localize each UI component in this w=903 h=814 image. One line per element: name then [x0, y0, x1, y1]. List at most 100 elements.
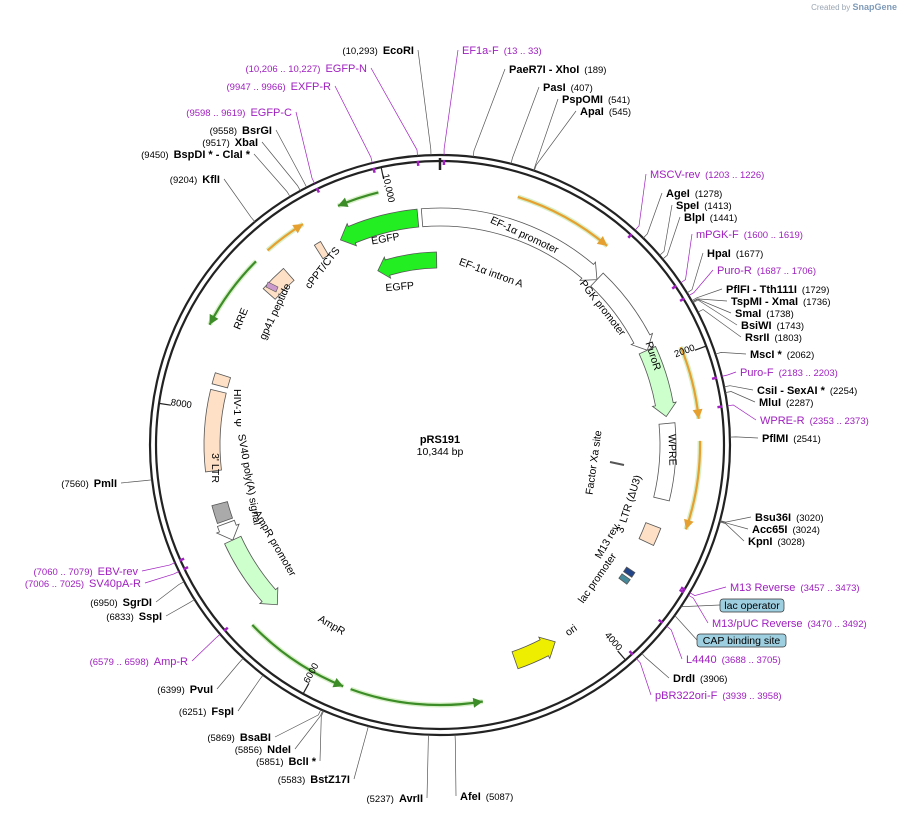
- primer-label-10[interactable]: M13/pUC Reverse(3470 .. 3492): [712, 618, 867, 630]
- enzyme-label-8[interactable]: HpaI(1677): [707, 248, 763, 260]
- enzyme-label-34[interactable]: (9450)BspDI * - ClaI *: [141, 149, 251, 161]
- ltr3b-block[interactable]: [203, 388, 227, 473]
- enzyme-label-33[interactable]: (9204)KflI: [170, 174, 220, 186]
- enzyme-label-19[interactable]: Acc65I(3024): [752, 524, 820, 536]
- enzyme-label-27[interactable]: (5869)BsaBI: [207, 732, 271, 744]
- primer-pos-7: (2183 .. 2203): [779, 368, 838, 379]
- enzyme-label-14[interactable]: MscI *(2062): [750, 349, 814, 361]
- enzyme-label-18[interactable]: Bsu36I(3020): [755, 512, 824, 524]
- enzyme-name-8: HpaI: [707, 248, 731, 260]
- ampr-arrow[interactable]: [224, 535, 279, 606]
- egfp-inner-arrow[interactable]: [377, 251, 438, 280]
- enzyme-label-1[interactable]: PaeR7I - XhoI(189): [509, 64, 606, 76]
- enzyme-pos-19: (3024): [792, 525, 819, 536]
- enzyme-name-9: PflFI - Tth111I: [726, 284, 797, 296]
- enzyme-label-0[interactable]: (10,293)EcoRI: [342, 45, 414, 57]
- enzyme-label-2[interactable]: PasI(407): [543, 82, 593, 94]
- enzyme-label-3[interactable]: PspOMI(541): [562, 94, 630, 106]
- primer-label-12[interactable]: pBR322ori-F(3939 .. 3958): [655, 690, 782, 702]
- enzyme-name-1: PaeR7I - XhoI: [509, 64, 579, 76]
- enzyme-label-7[interactable]: BlpI(1441): [684, 212, 737, 224]
- primer-label-11[interactable]: L4440(3688 .. 3705): [686, 654, 781, 666]
- enzyme-pos-18: (3020): [796, 513, 823, 524]
- enzyme-pos-30: SspI: [139, 611, 162, 623]
- cppt-block[interactable]: [313, 240, 330, 260]
- puror-arrow[interactable]: [638, 345, 678, 418]
- box-bg-1[interactable]: [696, 633, 787, 648]
- enzyme-label-30[interactable]: (6833)SspI: [106, 611, 162, 623]
- labels[interactable]: (10,293)EcoRI PaeR7I - XhoI(189) PasI(407)…: [25, 45, 869, 805]
- tick-label-8000: 8000: [170, 397, 193, 411]
- egfp-outer-arrow[interactable]: [339, 208, 420, 247]
- enzyme-name-2: PasI: [543, 82, 566, 94]
- primer-label-15[interactable]: (6579 .. 6598)Amp-R: [90, 656, 188, 668]
- wpre-block[interactable]: [653, 422, 677, 502]
- enzyme-label-24[interactable]: (5583)BstZ17I: [278, 774, 350, 786]
- enzyme-label-10[interactable]: TspMI - XmaI(1736): [731, 296, 831, 308]
- enzyme-leader-2: [510, 86, 540, 164]
- primer-label-5[interactable]: mPGK-F(1600 .. 1619): [696, 229, 803, 241]
- enzyme-leader-0: [417, 49, 432, 156]
- enzyme-name-21: DrdI: [673, 673, 695, 685]
- enzyme-label-26[interactable]: (5856)NdeI: [235, 744, 291, 756]
- primer-label-9[interactable]: M13 Reverse(3457 .. 3473): [730, 582, 860, 594]
- orf-arc-3-head: [684, 518, 694, 530]
- primer-label-7[interactable]: Puro-F(2183 .. 2203): [740, 367, 838, 379]
- enzyme-label-20[interactable]: KpnI(3028): [748, 536, 805, 548]
- cap-block[interactable]: [618, 573, 631, 585]
- primer-label-3[interactable]: (9598 .. 9619)EGFP-C: [186, 107, 292, 119]
- box-leader-0: [680, 604, 721, 608]
- enzyme-label-16[interactable]: MluI(2287): [759, 397, 813, 409]
- orf-arc-4: [350, 688, 483, 707]
- enzyme-label-32[interactable]: (7560)PmlI: [61, 478, 117, 490]
- box-bg-0[interactable]: [719, 598, 785, 613]
- primer-label-4[interactable]: MSCV-rev(1203 .. 1226): [650, 169, 764, 181]
- enzyme-name-33: (9204): [170, 175, 197, 186]
- enzyme-pos-27: BsaBI: [240, 732, 271, 744]
- primer-label-14[interactable]: (7006 .. 7025)SV40pA-R: [25, 578, 141, 590]
- enzyme-label-35[interactable]: (9517)XbaI: [202, 137, 258, 149]
- enzyme-label-22[interactable]: AfeI(5087): [460, 791, 513, 803]
- enzyme-label-9[interactable]: PflFI - Tth111I(1729): [726, 284, 829, 296]
- lac-operator-block[interactable]: [623, 566, 636, 578]
- primer-label-1[interactable]: (10,206 .. 10,227)EGFP-N: [245, 63, 367, 75]
- orf-arc-6-head: [209, 313, 219, 325]
- feature-label-sv40: SV40 poly(A) signal: [235, 433, 263, 526]
- enzyme-name-15: CsiI - SexAI *: [757, 385, 826, 397]
- primer-label-13[interactable]: (7060 .. 7079)EBV-rev: [33, 566, 138, 578]
- enzyme-label-15[interactable]: CsiI - SexAI *(2254): [757, 385, 857, 397]
- enzyme-label-28[interactable]: (6251)FspI: [179, 706, 234, 718]
- enzyme-leader-19: [719, 520, 749, 530]
- ori-arrow[interactable]: [511, 636, 556, 670]
- enzyme-label-5[interactable]: AgeI(1278): [666, 188, 722, 200]
- enzyme-label-36[interactable]: (9558)BsrGI: [210, 125, 272, 137]
- primer-label-2[interactable]: (9947 .. 9966)EXFP-R: [227, 81, 332, 93]
- enzyme-label-4[interactable]: ApaI(545): [580, 106, 631, 118]
- primer-pos-12: (3939 .. 3958): [722, 691, 781, 702]
- primer-label-0[interactable]: EF1a-F(13 .. 33): [462, 45, 542, 57]
- primer-name-3: (9598 .. 9619): [186, 108, 245, 119]
- rre-block[interactable]: [262, 267, 295, 300]
- ampr-promoter-arrow[interactable]: [215, 519, 240, 541]
- sv40-block[interactable]: [211, 501, 234, 524]
- primer-pos-1: EGFP-N: [325, 63, 367, 75]
- enzyme-label-13[interactable]: RsrII(1803): [745, 332, 802, 344]
- enzyme-label-12[interactable]: BsiWI(1743): [741, 320, 804, 332]
- hiv-block[interactable]: [211, 372, 232, 389]
- primer-mark-7: [711, 376, 718, 381]
- enzyme-label-11[interactable]: SmaI(1738): [735, 308, 794, 320]
- enzyme-label-31[interactable]: (6950)SgrDI: [90, 597, 152, 609]
- primer-label-8[interactable]: WPRE-R(2353 .. 2373): [760, 415, 869, 427]
- enzyme-label-6[interactable]: SpeI(1413): [676, 200, 732, 212]
- enzyme-label-17[interactable]: PflMI(2541): [762, 433, 821, 445]
- orf-arc-7: [266, 223, 304, 252]
- enzyme-name-31: (6950): [90, 598, 117, 609]
- enzyme-label-25[interactable]: (5851)BclI *: [256, 756, 317, 768]
- primer-label-6[interactable]: Puro-R(1687 .. 1706): [717, 265, 816, 277]
- enzyme-label-23[interactable]: (5237)AvrII: [366, 793, 423, 805]
- primer-mark-8: [717, 405, 723, 409]
- enzyme-label-29[interactable]: (6399)PvuI: [157, 684, 213, 696]
- feature-label-factor-xa: Factor Xa site: [584, 430, 605, 496]
- ltr3-block[interactable]: [638, 522, 662, 547]
- enzyme-label-21[interactable]: DrdI(3906): [673, 673, 727, 685]
